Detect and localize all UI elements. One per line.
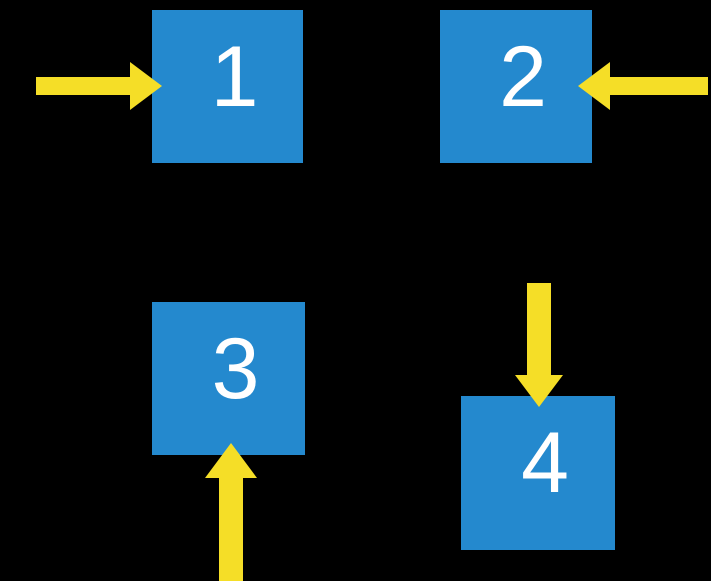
- node-box-4[interactable]: 4: [461, 396, 615, 550]
- arrow-down-shape: [515, 283, 563, 407]
- arrow-right-into-node-1: [36, 62, 162, 110]
- arrow-right-shape: [36, 62, 162, 110]
- arrow-up-shape: [205, 443, 257, 581]
- arrow-down-into-node-4: [515, 283, 563, 407]
- node-label-3: 3: [211, 321, 260, 417]
- node-label-4: 4: [521, 415, 569, 511]
- arrow-left-into-node-2: [578, 62, 708, 110]
- node-box-3[interactable]: 3: [152, 302, 305, 455]
- arrow-left-shape: [578, 62, 708, 110]
- node-box-1[interactable]: 1: [152, 10, 303, 163]
- node-label-2: 2: [499, 29, 547, 125]
- node-label-1: 1: [210, 29, 259, 125]
- arrow-up-into-node-3: [205, 443, 257, 581]
- node-box-2[interactable]: 2: [440, 10, 592, 163]
